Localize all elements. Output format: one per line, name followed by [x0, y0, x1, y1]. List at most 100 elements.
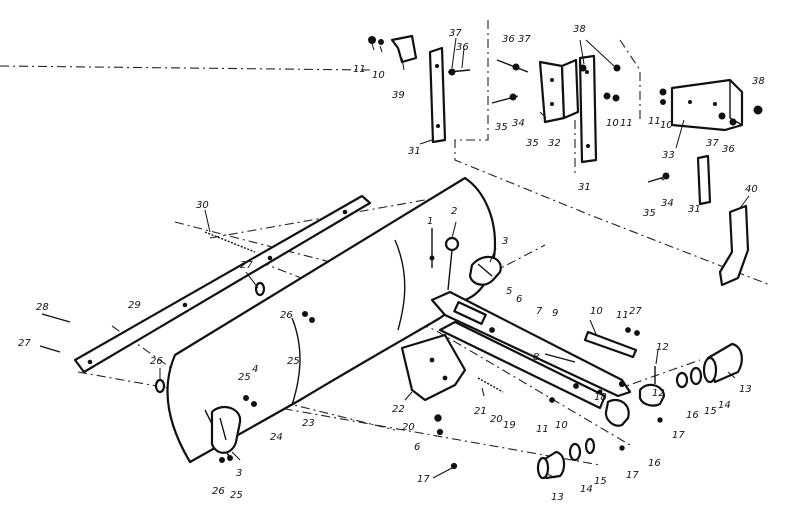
callout-40: 40 — [745, 184, 758, 195]
callout-38: 38 — [573, 24, 586, 35]
a-frame — [430, 290, 632, 410]
callout-37: 37 — [518, 34, 531, 45]
callout-31: 31 — [578, 182, 591, 193]
callout-10: 11 — [616, 310, 629, 321]
bolt-36-37-center — [496, 59, 529, 73]
callout-10: 10 — [606, 118, 619, 129]
callout-10: 10 — [555, 420, 568, 431]
callout-27: 26 — [150, 356, 163, 367]
callout-3: 3 — [236, 468, 242, 479]
callout-10: 10 — [372, 70, 385, 81]
callout-26: 26 — [280, 310, 293, 321]
wear-bar — [73, 194, 372, 374]
callout-23: 23 — [302, 418, 315, 429]
callout-12: 12 — [652, 388, 665, 399]
callout-35: 35 — [495, 122, 508, 133]
callout-26: 25 — [238, 372, 251, 383]
spring-21 — [477, 377, 504, 393]
callout-15: 15 — [594, 476, 607, 487]
washer-15-upper — [675, 371, 689, 389]
washer-15-lower — [584, 437, 596, 455]
callout-31: 31 — [688, 204, 701, 215]
washer-14-upper — [689, 366, 703, 386]
callout-6: 7 — [536, 306, 543, 317]
callout-17: 17 — [417, 474, 430, 485]
callout-20: 20 — [490, 414, 503, 425]
callout-3: 3 — [502, 236, 508, 247]
deflector-40 — [718, 204, 750, 287]
leader-lines — [159, 37, 750, 479]
callout-13: 13 — [739, 384, 752, 395]
bracket-39 — [390, 34, 418, 64]
pivot-bolt — [429, 228, 435, 268]
callout-7: 9 — [552, 308, 558, 319]
spring-30 — [204, 231, 256, 253]
nuts-38-top — [579, 64, 621, 72]
bolt-37-36-right — [718, 112, 737, 126]
washer-14-lower — [568, 442, 582, 462]
adjustment-strap — [583, 330, 638, 359]
callout-35: 35 — [526, 138, 539, 149]
callout-2: 2 — [451, 206, 457, 217]
bolt-35-34-center — [491, 93, 519, 104]
callout-18: 18 — [594, 392, 607, 403]
cylinder-13-lower — [536, 450, 566, 480]
callout-32: 32 — [548, 138, 561, 149]
nuts-11-10-right — [659, 88, 667, 105]
skid-shoe-right — [468, 255, 502, 286]
callout-39: 39 — [392, 90, 405, 101]
callout-11: 11 — [536, 424, 549, 435]
callout-9: 10 — [590, 306, 603, 317]
callout-19: 19 — [503, 420, 516, 431]
callout-11: 27 — [629, 306, 642, 317]
hitch-bar-31-center — [578, 54, 598, 164]
callout-11: 11 — [620, 118, 633, 129]
callout-11: 11 — [353, 64, 366, 75]
bolt-27-26-25 — [154, 281, 315, 463]
callout-37: 37 — [706, 138, 719, 149]
callout-17: 17 — [626, 470, 639, 481]
callout-21: 21 — [474, 406, 487, 417]
callout-22: 22 — [392, 404, 405, 415]
nuts-12-17 — [489, 327, 663, 451]
callout-25: 4 — [252, 364, 258, 375]
pivot-bracket-16a — [638, 383, 666, 407]
rod-8 — [544, 353, 576, 363]
callout-34: 34 — [512, 118, 525, 129]
callout-10: 10 — [660, 120, 673, 131]
bolt-35-34-right — [647, 172, 670, 183]
callout-11: 11 — [648, 116, 661, 127]
callout-1: 1 — [427, 216, 433, 227]
callout-13: 13 — [551, 492, 564, 503]
callout-24: 24 — [270, 432, 283, 443]
callout-37: 37 — [449, 28, 462, 39]
callout-27: 27 — [18, 338, 31, 349]
callout-14: 14 — [580, 484, 593, 495]
nut-38-right — [753, 105, 763, 115]
callout-27: 27 — [240, 260, 253, 271]
callout-29: 29 — [128, 300, 141, 311]
callout-14: 14 — [718, 400, 731, 411]
nuts-11-10-left — [368, 36, 384, 45]
callout-4: 5 — [506, 286, 512, 297]
callout-34: 34 — [661, 198, 674, 209]
cylinder-13-upper — [702, 342, 743, 384]
nuts-10-11-center — [603, 92, 620, 102]
callout-25: 25 — [230, 490, 243, 501]
callout-labels: 11 10 39 37 36 31 36 37 38 35 34 35 32 1… — [18, 24, 765, 503]
skid-shoe-left — [210, 405, 242, 454]
callout-17: 17 — [672, 430, 685, 441]
callout-36: 36 — [456, 42, 469, 53]
callout-30: 30 — [196, 200, 209, 211]
callout-36: 36 — [502, 34, 515, 45]
callout-35: 35 — [643, 208, 656, 219]
callout-26: 26 — [212, 486, 225, 497]
callout-36: 36 — [722, 144, 735, 155]
callout-6: 6 — [414, 442, 420, 453]
mount-plate-32 — [538, 58, 580, 124]
callout-28: 28 — [36, 302, 49, 313]
bolt-37-36-left — [447, 68, 471, 76]
callout-15: 15 — [704, 406, 717, 417]
